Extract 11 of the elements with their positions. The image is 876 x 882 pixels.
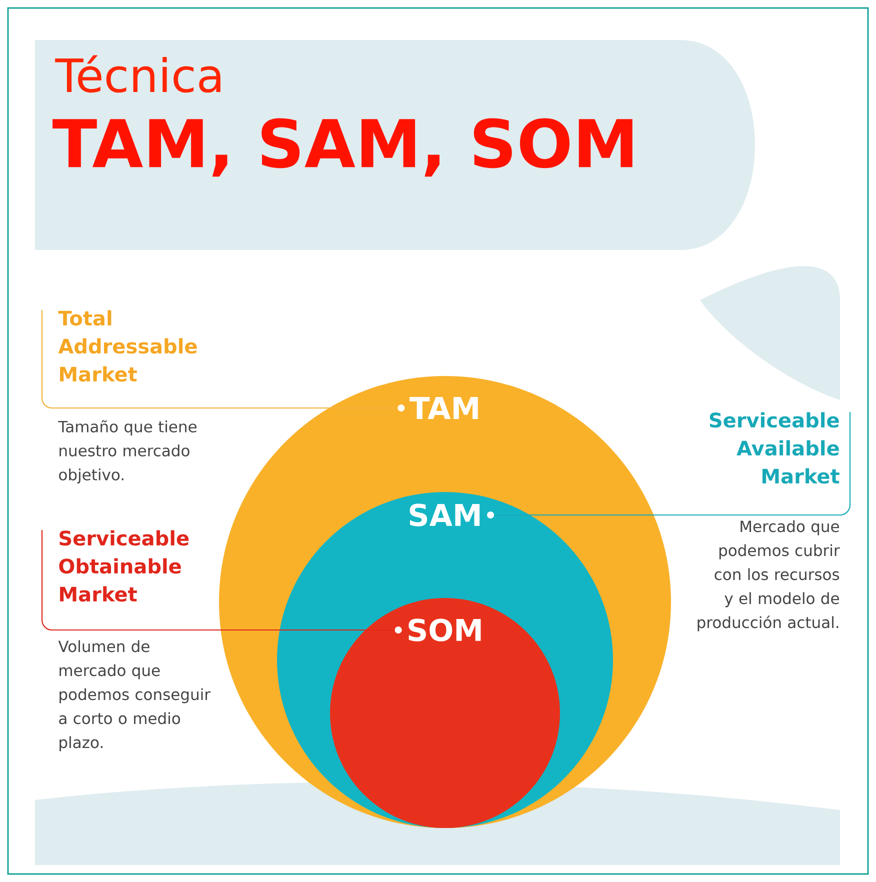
leader-line — [41, 310, 405, 412]
callout-text: Mercado que podemos cubrir con los recursos y el modelo de producción actual. — [698, 520, 840, 632]
callout-text: Tamaño que tiene nuestro mercado objetivo. — [58, 420, 196, 484]
title: Técnica — [55, 55, 220, 93]
callout-heading: Serviceable Obtainable Market — [59, 530, 189, 602]
leader-line — [487, 412, 851, 518]
callout-heading: Serviceable Available Market — [710, 412, 840, 484]
callout-heading: Total Addressable Market — [58, 310, 197, 382]
heading: TAM, SAM, SOM — [52, 118, 632, 177]
leader-line — [41, 530, 402, 634]
callout-text: Volumen de mercado que podemos conseguir a corto o medio plazo. — [58, 640, 211, 752]
